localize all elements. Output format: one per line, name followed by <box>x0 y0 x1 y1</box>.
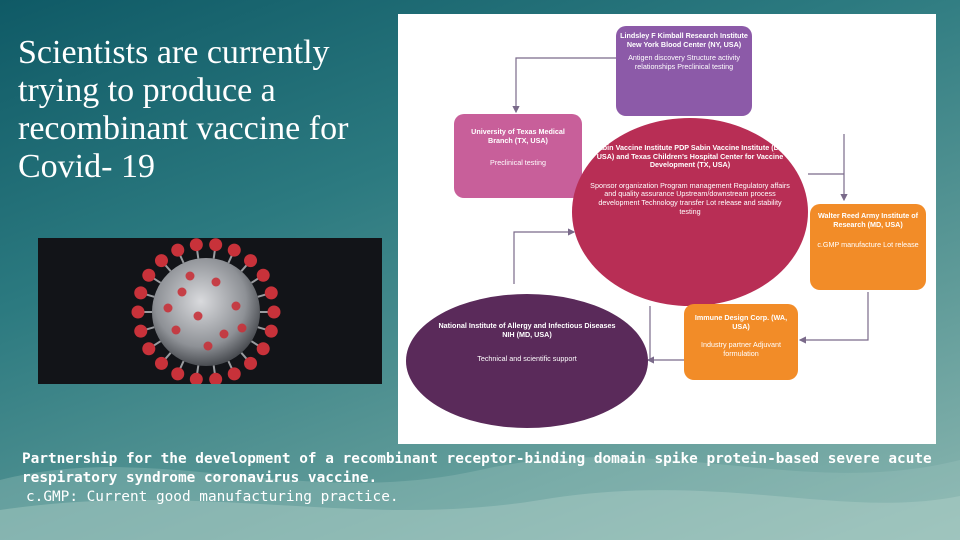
caption-note: c.GMP: Current good manufacturing practi… <box>26 489 399 505</box>
utmb-name: University of Texas Medical Branch (TX, … <box>471 127 565 145</box>
connector-arrows <box>512 57 869 364</box>
partnership-diagram: Lindsley F Kimball Research Institute Ne… <box>398 14 936 444</box>
nih-roles: Technical and scientific support <box>477 354 577 364</box>
figure-caption: Partnership for the development of a rec… <box>22 450 942 507</box>
walter-reed-roles: c.GMP manufacture Lot release <box>817 240 919 250</box>
immune-design-name: Immune Design Corp. (WA, USA) <box>694 313 788 331</box>
sabin-roles: Sponsor organization Program management … <box>590 180 790 216</box>
sabin-name: Sabin Vaccine Institute PDP Sabin Vaccin… <box>594 143 786 170</box>
slide-title: Scientists are currently trying to produ… <box>18 34 349 185</box>
utmb-node: University of Texas Medical Branch (TX, … <box>454 114 582 198</box>
coronavirus-photo <box>38 238 382 384</box>
immune-design-node: Immune Design Corp. (WA, USA) Industry p… <box>684 304 798 380</box>
utmb-roles: Preclinical testing <box>490 158 546 168</box>
sabin-institute-node: Sabin Vaccine Institute PDP Sabin Vaccin… <box>572 118 808 306</box>
immune-design-roles: Industry partner Adjuvant formulation <box>701 340 781 358</box>
kimball-name: Lindsley F Kimball Research Institute Ne… <box>620 31 748 49</box>
walter-reed-name: Walter Reed Army Institute of Research (… <box>817 211 919 229</box>
nih-node: National Institute of Allergy and Infect… <box>406 294 648 428</box>
coronavirus-illustration <box>131 238 281 384</box>
nih-name: National Institute of Allergy and Infect… <box>438 321 616 339</box>
kimball-institute-node: Lindsley F Kimball Research Institute Ne… <box>616 26 752 116</box>
background-wave <box>0 457 960 540</box>
kimball-roles: Antigen discovery Structure activity rel… <box>628 53 740 71</box>
caption-text: Partnership for the development of a rec… <box>22 451 932 486</box>
walter-reed-node: Walter Reed Army Institute of Research (… <box>810 204 926 290</box>
